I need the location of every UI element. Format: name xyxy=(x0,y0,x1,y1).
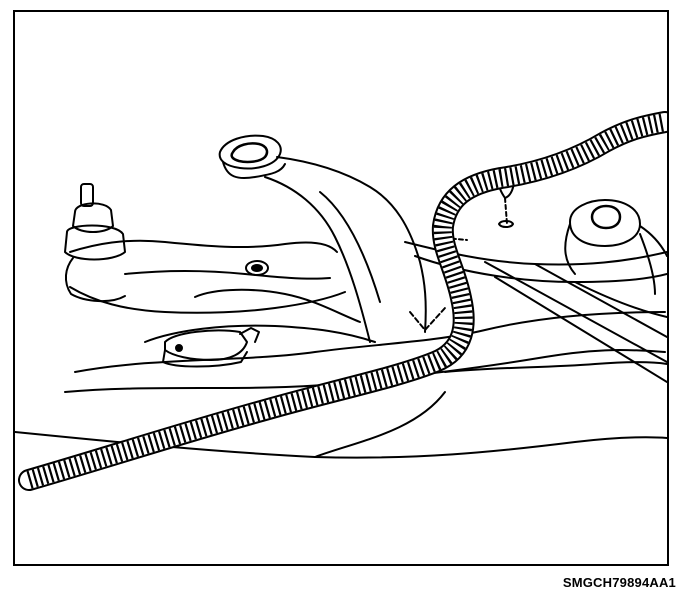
illustration-frame xyxy=(13,10,669,566)
harness-clip xyxy=(409,174,515,331)
mounting-bracket xyxy=(162,327,260,368)
ball-joint xyxy=(64,183,126,302)
lower-control-arm xyxy=(69,134,427,343)
strut-mount xyxy=(564,199,667,295)
suspension-harness-drawing xyxy=(15,111,667,491)
subframe-crossmember xyxy=(15,241,667,459)
figure-code: SMGCH79894AA1 xyxy=(562,575,676,590)
wiring-harness xyxy=(18,111,667,491)
